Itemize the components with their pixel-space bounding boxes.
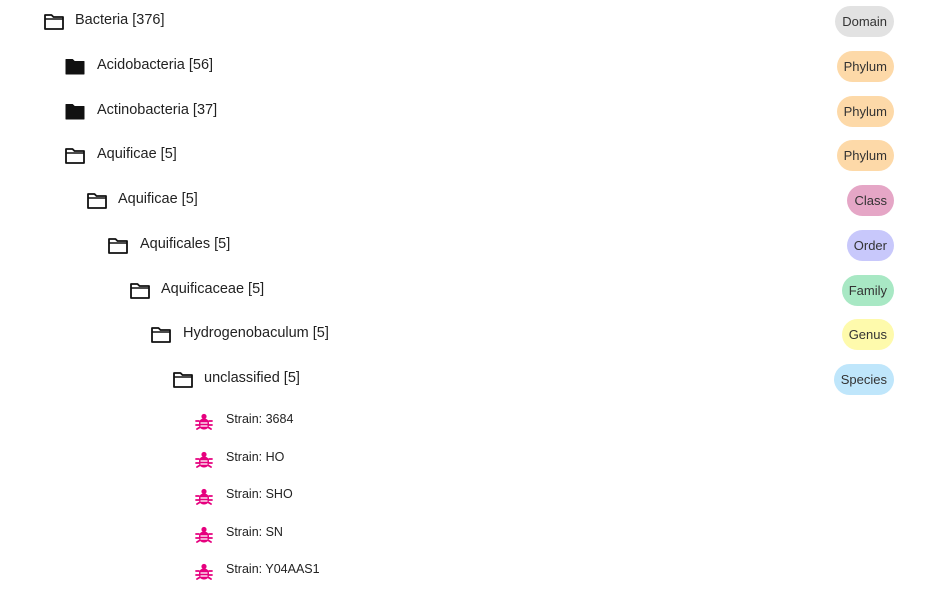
tree-node-label: Aquificae [5] — [97, 146, 177, 162]
strain-label: Strain: 3684 — [226, 412, 294, 426]
strain-item[interactable]: Strain: HO — [0, 440, 930, 476]
rank-badge-phylum: Phylum — [836, 51, 894, 82]
tree-node-aquificae-phylum[interactable]: Aquificae [5] Phylum — [0, 134, 930, 178]
bug-icon — [195, 451, 213, 468]
bug-icon — [195, 413, 213, 430]
strain-label: Strain: Y04AAS1 — [226, 562, 320, 576]
tree-node-actinobacteria[interactable]: Actinobacteria [37] Phylum — [0, 90, 930, 134]
tree-node-aquificaceae[interactable]: Aquificaceae [5] Family — [0, 269, 930, 313]
strain-item[interactable]: Strain: 3684 — [0, 402, 930, 438]
tree-node-label: Actinobacteria [37] — [97, 102, 218, 118]
tree-node-label: Aquificales [5] — [140, 236, 231, 252]
bug-icon — [195, 526, 213, 543]
rank-badge-genus: Genus — [841, 319, 894, 350]
tree-node-bacteria[interactable]: Bacteria [376] Domain — [0, 0, 930, 44]
tree-node-label: unclassified [5] — [204, 370, 300, 386]
tree-node-aquificae-class[interactable]: Aquificae [5] Class — [0, 179, 930, 223]
strain-item[interactable]: Strain: SN — [0, 515, 930, 551]
rank-badge-phylum: Phylum — [836, 96, 894, 127]
folder-open-icon — [151, 327, 171, 343]
rank-badge-order: Order — [846, 230, 894, 261]
tree-node-label: Aquificaceae [5] — [161, 281, 265, 297]
folder-open-icon — [87, 193, 107, 209]
folder-open-icon — [108, 238, 128, 254]
tree-node-label: Aquificae [5] — [118, 191, 198, 207]
tree-node-label: Hydrogenobaculum [5] — [183, 325, 329, 341]
bug-icon — [195, 563, 213, 580]
strain-label: Strain: HO — [226, 450, 285, 464]
bug-icon — [195, 488, 213, 505]
folder-open-icon — [173, 372, 193, 388]
strain-label: Strain: SHO — [226, 487, 293, 501]
tree-node-label: Acidobacteria [56] — [97, 57, 214, 73]
rank-badge-class: Class — [847, 185, 894, 216]
tree-node-hydrogenobaculum[interactable]: Hydrogenobaculum [5] Genus — [0, 313, 930, 357]
folder-closed-icon — [65, 59, 85, 75]
rank-badge-family: Family — [841, 275, 894, 306]
folder-closed-icon — [65, 104, 85, 120]
rank-badge-domain: Domain — [835, 6, 894, 37]
rank-badge-species: Species — [833, 364, 894, 395]
folder-open-icon — [44, 14, 64, 30]
tree-node-unclassified[interactable]: unclassified [5] Species — [0, 358, 930, 402]
folder-open-icon — [65, 148, 85, 164]
strain-item[interactable]: Strain: Y04AAS1 — [0, 552, 930, 588]
tree-node-acidobacteria[interactable]: Acidobacteria [56] Phylum — [0, 45, 930, 89]
folder-open-icon — [130, 283, 150, 299]
tree-node-aquificales[interactable]: Aquificales [5] Order — [0, 224, 930, 268]
strain-item[interactable]: Strain: SHO — [0, 477, 930, 513]
rank-badge-phylum: Phylum — [836, 140, 894, 171]
tree-node-label: Bacteria [376] — [75, 12, 165, 28]
strain-label: Strain: SN — [226, 525, 283, 539]
